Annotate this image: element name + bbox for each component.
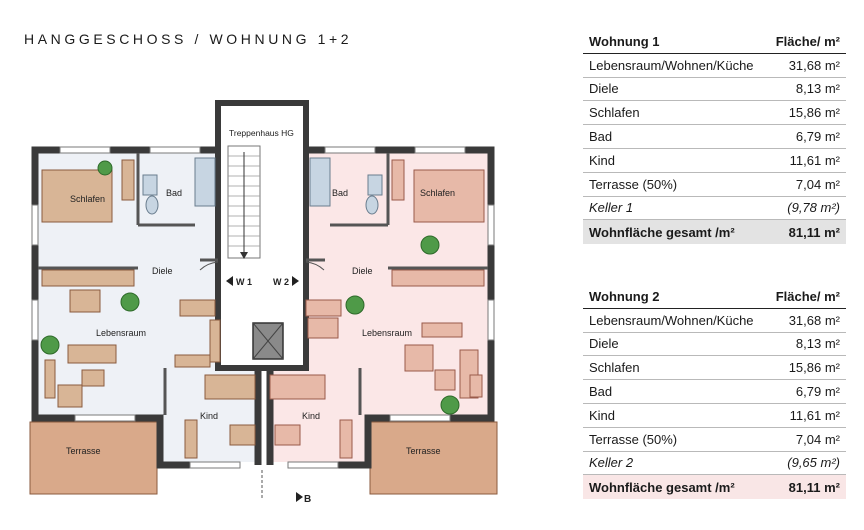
row-value: 15,86 m² xyxy=(788,360,840,376)
floor-plan: Schlafen Bad Diele Lebensraum Kind Terra… xyxy=(29,100,498,505)
label-lebensraum-2: Lebensraum xyxy=(362,328,412,338)
row-value: 31,68 m² xyxy=(788,312,840,328)
row-value: 8,13 m² xyxy=(795,336,840,352)
row-label: Bad xyxy=(589,384,613,400)
label-stairwell: Treppenhaus HG xyxy=(229,128,294,138)
row-label: Lebensraum/Wohnen/Küche xyxy=(589,57,754,73)
row-label: Schlafen xyxy=(589,360,640,376)
stair-arrow-head xyxy=(240,252,248,259)
row-value: 31,68 m² xyxy=(788,57,840,73)
label-section: B xyxy=(304,494,311,505)
table-row: Lebensraum/Wohnen/Küche 31,68 m² xyxy=(583,309,846,333)
terrace-left xyxy=(29,421,158,495)
table-header-label: Wohnung 2 xyxy=(589,288,660,304)
row-label: Keller 1 xyxy=(589,200,634,216)
bath-unit2 xyxy=(309,157,383,215)
table-row: Bad 6,79 m² xyxy=(583,380,846,404)
table-row: Terrasse (50%) 7,04 m² xyxy=(583,428,846,452)
label-diele-1: Diele xyxy=(152,266,173,276)
row-value: 7,04 m² xyxy=(795,431,840,447)
section-arrow-icon xyxy=(296,492,303,502)
area-table-wohnung-1: Wohnung 1 Fläche/ m² Lebensraum/Wohnen/K… xyxy=(583,30,846,245)
table-row: Diele 8,13 m² xyxy=(583,78,846,102)
table-total-row: Wohnfläche gesamt /m² 81,11 m² xyxy=(583,220,846,245)
label-lebensraum-1: Lebensraum xyxy=(96,328,146,338)
row-label: Terrasse (50%) xyxy=(589,176,678,192)
row-label: Kind xyxy=(589,407,616,423)
table-row: Schlafen 15,86 m² xyxy=(583,356,846,381)
plant-icons xyxy=(40,160,460,415)
label-kind-1: Kind xyxy=(200,411,218,421)
row-label: Bad xyxy=(589,129,613,145)
label-bad-2: Bad xyxy=(332,188,348,198)
area-table-wohnung-2: Wohnung 2 Fläche/ m² Lebensraum/Wohnen/K… xyxy=(583,285,846,500)
windows xyxy=(31,146,495,469)
bath-unit1 xyxy=(142,157,216,215)
row-label: Keller 2 xyxy=(589,455,634,471)
row-value: (9,78 m²) xyxy=(787,200,840,216)
interior-walls xyxy=(38,153,488,415)
table-header: Wohnung 1 Fläche/ m² xyxy=(583,30,846,54)
table-row: Schlafen 15,86 m² xyxy=(583,101,846,126)
table-row: Bad 6,79 m² xyxy=(583,125,846,149)
row-value: 8,13 m² xyxy=(795,81,840,97)
label-schlafen-1: Schlafen xyxy=(70,194,105,204)
row-value: 11,61 m² xyxy=(789,152,840,168)
table-row: Lebensraum/Wohnen/Küche 31,68 m² xyxy=(583,54,846,78)
row-label: Terrasse (50%) xyxy=(589,431,678,447)
page-title: HANGGESCHOSS / WOHNUNG 1+2 xyxy=(24,31,353,47)
furniture-unit2 xyxy=(269,159,485,459)
label-schlafen-2: Schlafen xyxy=(420,188,455,198)
row-value: 15,86 m² xyxy=(788,105,840,121)
table-header-unit: Fläche/ m² xyxy=(775,288,840,304)
table-row: Kind 11,61 m² xyxy=(583,149,846,173)
table-row: Terrasse (50%) 7,04 m² xyxy=(583,173,846,197)
label-bad-1: Bad xyxy=(166,188,182,198)
label-diele-2: Diele xyxy=(352,266,373,276)
total-label: Wohnfläche gesamt /m² xyxy=(589,479,735,495)
table-row: Kind 11,61 m² xyxy=(583,404,846,428)
row-value: (9,65 m²) xyxy=(787,455,840,471)
total-value: 81,11 m² xyxy=(788,224,840,240)
furniture-unit1 xyxy=(41,159,256,459)
label-terrasse-1: Terrasse xyxy=(66,446,101,456)
terrace-right xyxy=(369,421,498,495)
total-label: Wohnfläche gesamt /m² xyxy=(589,224,735,240)
total-value: 81,11 m² xyxy=(788,479,840,495)
table-row: Keller 2 (9,65 m²) xyxy=(583,452,846,476)
label-w1: W 1 xyxy=(236,277,252,287)
label-w2: W 2 xyxy=(273,277,289,287)
row-value: 7,04 m² xyxy=(795,176,840,192)
label-kind-2: Kind xyxy=(302,411,320,421)
w2-arrow-icon xyxy=(292,276,299,286)
table-header-label: Wohnung 1 xyxy=(589,33,660,49)
row-value: 11,61 m² xyxy=(789,407,840,423)
table-row: Keller 1 (9,78 m²) xyxy=(583,197,846,221)
w1-arrow-icon xyxy=(226,276,233,286)
row-label: Kind xyxy=(589,152,616,168)
row-label: Diele xyxy=(589,81,619,97)
table-total-row: Wohnfläche gesamt /m² 81,11 m² xyxy=(583,475,846,500)
row-label: Lebensraum/Wohnen/Küche xyxy=(589,312,754,328)
table-row: Diele 8,13 m² xyxy=(583,333,846,357)
table-header-unit: Fläche/ m² xyxy=(775,33,840,49)
label-terrasse-2: Terrasse xyxy=(406,446,441,456)
row-value: 6,79 m² xyxy=(795,129,840,145)
row-label: Schlafen xyxy=(589,105,640,121)
table-header: Wohnung 2 Fläche/ m² xyxy=(583,285,846,309)
row-label: Diele xyxy=(589,336,619,352)
row-value: 6,79 m² xyxy=(795,384,840,400)
